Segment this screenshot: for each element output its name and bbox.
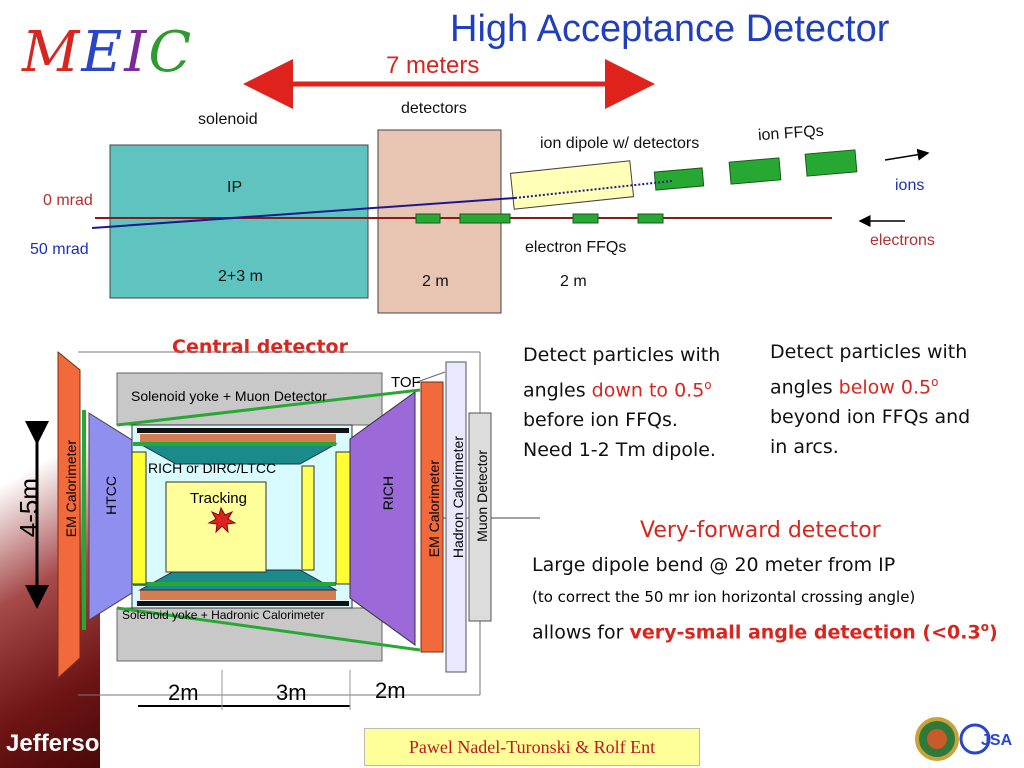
dim-left-label: 2m (168, 680, 199, 705)
text-block-2: Detect particles with angles below 0.5o … (770, 341, 971, 459)
yoke-bottom (116, 607, 383, 662)
very-forward-line-2: (to correct the 50 mr ion horizontal cro… (532, 588, 916, 606)
institution-logos: JSA (915, 717, 1013, 761)
tracking-label: Tracking (190, 490, 247, 507)
ion-dipole-box (509, 160, 635, 210)
dim-right-label: 2m (375, 678, 406, 703)
ion-ffq-2 (728, 157, 782, 185)
svg-text:JSA: JSA (981, 732, 1013, 749)
solenoid-length-label: 2+3 m (218, 268, 263, 285)
ion-ffq-1 (653, 167, 705, 191)
ip-label: IP (227, 179, 243, 196)
yoke-top-label: Solenoid yoke + Muon Detector (131, 388, 327, 404)
htcc-label: HTCC (103, 476, 119, 515)
htcc (88, 412, 133, 621)
electron-ffq-3 (572, 213, 599, 224)
very-forward-heading: Very-forward detector (640, 518, 881, 543)
ions-label: ions (895, 177, 925, 194)
central-detector-diagram (25, 350, 540, 710)
hadron-cal-label: Hadron Calorimeter (450, 436, 466, 559)
credit-box: Pawel Nadel-Turonski & Rolf Ent (364, 728, 700, 766)
rich-label: RICH (380, 476, 396, 511)
rich-dirc-label: RICH or DIRC/LTCC (148, 460, 277, 476)
em-cal-right-label: EM Calorimeter (426, 460, 442, 558)
page-title: High Acceptance Detector (450, 8, 890, 50)
length-label: 7 meters (386, 52, 480, 79)
very-forward-line-3: allows for very-small angle detection (<… (532, 620, 998, 644)
solenoid-label: solenoid (198, 111, 258, 128)
muon-detector (468, 412, 492, 622)
height-label: 4-5m (14, 478, 44, 538)
electrons-label: electrons (870, 232, 935, 249)
fifty-mrad-label: 50 mrad (30, 241, 89, 258)
hadron-cal (445, 361, 467, 673)
muon-label: Muon Detector (474, 450, 490, 542)
very-forward-line-1: Large dipole bend @ 20 meter from IP (532, 554, 896, 576)
detectors-length-label: 2 m (422, 273, 449, 290)
zero-mrad-label: 0 mrad (43, 192, 93, 209)
top-layout-diagram (91, 59, 930, 314)
ion-beam-line (91, 197, 516, 229)
ion-dipole-label: ion dipole w/ detectors (540, 135, 700, 152)
yoke-bottom-label: Solenoid yoke + Hadronic Calorimeter (122, 608, 325, 622)
ion-ffq-3 (804, 149, 858, 177)
solenoid-box (109, 144, 369, 299)
em-cal-right (420, 381, 444, 653)
electron-ffq-1 (415, 213, 441, 224)
tracking-box (165, 481, 267, 573)
meic-logo: MEIC (22, 20, 194, 85)
rich-right (349, 391, 416, 646)
jsa-logo-icon (959, 723, 991, 755)
dim-mid-label: 3m (276, 680, 307, 705)
jefferson-lab-logo: Jefferson Lab (6, 730, 164, 757)
dipole-length-label: 2 m (560, 273, 587, 290)
detectors-label: detectors (401, 100, 467, 117)
ions-arrow (884, 148, 930, 161)
electron-ffqs-label: electron FFQs (525, 239, 627, 256)
interaction-point-icon (207, 506, 237, 534)
electron-ffq-2 (459, 213, 511, 224)
tof-label: TOF (391, 374, 421, 391)
em-cal-left (57, 350, 81, 680)
electron-ffq-4 (637, 213, 664, 224)
em-cal-left-label: EM Calorimeter (63, 440, 79, 538)
text-block-1: Detect particles with angles down to 0.5… (523, 344, 721, 462)
